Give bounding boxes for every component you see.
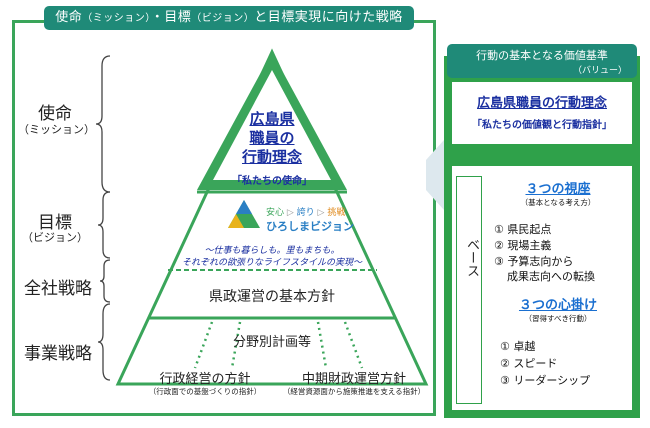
label-business-strategy: 事業戦略 xyxy=(24,344,92,364)
brace-goal xyxy=(97,191,111,259)
viewpoint-2: ② 現場主義 xyxy=(494,239,552,252)
viewpoints-title: ３つの視座 xyxy=(525,182,591,197)
mindset-1: ① 卓越 xyxy=(500,340,536,353)
vision-logo-name: ひろしまビジョン xyxy=(266,220,354,233)
finance-policy: 中期財政運営方針 xyxy=(301,372,406,387)
label-goal: 目標 xyxy=(38,213,72,233)
label-mission-sub: （ミッション） xyxy=(18,123,95,136)
values-header: 行動の基本となる価値基準 （バリュー） xyxy=(447,44,637,78)
connector-shape xyxy=(426,140,444,210)
finance-policy-sub: （経営資源面から施策推進を支える指針） xyxy=(282,387,426,396)
mindset-2: ② スピード xyxy=(500,357,558,370)
brace-mission xyxy=(95,55,111,193)
admin-policy-sub: （行政面での基盤づくりの指針） xyxy=(148,387,262,396)
philosophy-title: 広島県 職員の 行動理念 xyxy=(241,110,302,166)
pyramid-top-inner xyxy=(213,70,331,180)
values-detail-box xyxy=(452,166,632,410)
vision-line-2: それぞれの欲張りなライフスタイルの実現～ xyxy=(181,258,362,268)
viewpoint-3: ③ 予算志向から xyxy=(494,255,574,268)
mindset-sub: （習得すべき行動） xyxy=(524,314,592,323)
values-philosophy-quote: 「私たちの価値観と行動指針」 xyxy=(472,120,612,131)
values-philosophy-box xyxy=(452,82,632,144)
base-label-box xyxy=(456,176,482,404)
basic-policy: 県政運営の基本方針 xyxy=(209,289,335,305)
sector-spokes xyxy=(193,321,364,369)
viewpoints-sub: （基本となる考え方） xyxy=(520,198,596,207)
viewpoint-1: ① 県民起点 xyxy=(494,223,552,236)
brace-business xyxy=(97,303,111,381)
values-philosophy-title: 広島県職員の行動理念 xyxy=(476,96,607,111)
hiroshima-vision-logo xyxy=(228,200,260,228)
label-mission: 使命 xyxy=(38,104,72,124)
pyramid-outline xyxy=(115,48,429,386)
vision-logo-tagline: 安心 ▷ 誇り ▷ 挑戦 xyxy=(266,208,346,218)
brace-group xyxy=(95,55,111,381)
viewpoint-3-cont: 成果志向への転換 xyxy=(507,270,595,283)
diagram-title: 使命（ミッション）・目標（ビジョン）と目標実現に向けた戦略 xyxy=(44,6,414,30)
vision-line-1: ～仕事も暮らしも。里もまちも。 xyxy=(204,246,340,256)
base-label: ベース xyxy=(464,238,479,277)
admin-policy: 行政経営の方針 xyxy=(159,372,251,387)
label-goal-sub: （ビジョン） xyxy=(22,231,88,244)
mindset-3: ③ リーダーシップ xyxy=(500,374,591,387)
philosophy-quote: 「私たちの使命」 xyxy=(232,176,312,187)
label-corporate-strategy: 全社戦略 xyxy=(24,279,92,299)
brace-corporate xyxy=(99,259,111,303)
sector-plans: 分野別計画等 xyxy=(232,335,311,350)
mindset-title: ３つの心掛け xyxy=(518,298,597,313)
